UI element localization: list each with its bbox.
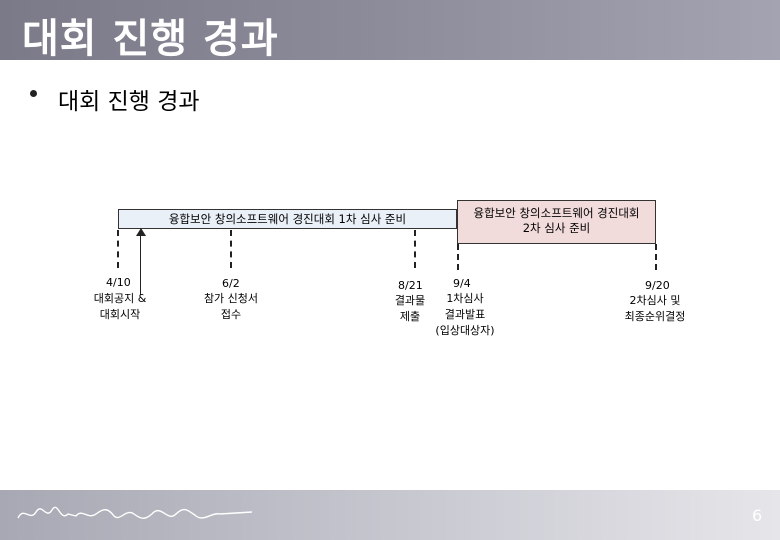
marker-9-4 [457, 244, 459, 270]
phase2-label-line2: 2차 심사 준비 [522, 221, 591, 235]
marker-4-10 [117, 230, 119, 268]
bullet-text: 대회 진행 경과 [58, 89, 200, 115]
phase2-label-line1: 융합보안 창의소프트웨어 경진대회 [473, 206, 640, 220]
event-description: 결과물 제출 [394, 294, 426, 323]
event-date: 6/2 [222, 277, 240, 290]
event-date: 4/10 [106, 276, 131, 289]
title-bar: 대회 진행 경과 [0, 0, 780, 62]
event-description: 대회공지 & 대회시작 [93, 292, 147, 321]
phase1-bar: 융합보안 창의소프트웨어 경진대회 1차 심사 준비 [118, 209, 457, 229]
start-arrow-shaft [140, 232, 141, 295]
bullet-dot [30, 90, 37, 97]
handwritten-signature [17, 506, 253, 519]
footer-bar [0, 490, 780, 540]
marker-9-20 [655, 244, 657, 270]
marker-6-2 [230, 230, 232, 268]
event-date: 8/21 [398, 279, 423, 292]
marker-8-21 [414, 230, 416, 268]
event-description: 1차심사 결과발표 (입상대상자) [435, 292, 495, 337]
page-number: 6 [752, 506, 763, 525]
start-arrow-head [136, 228, 146, 236]
slide-title: 대회 진행 경과 [22, 16, 279, 62]
event-description: 참가 신청서 접수 [203, 292, 259, 321]
event-description: 2차심사 및 최종순위결정 [624, 294, 686, 323]
event-date: 9/20 [645, 279, 670, 292]
event-date: 9/4 [453, 277, 471, 290]
phase2-bar: 융합보안 창의소프트웨어 경진대회 2차 심사 준비 [457, 200, 656, 244]
